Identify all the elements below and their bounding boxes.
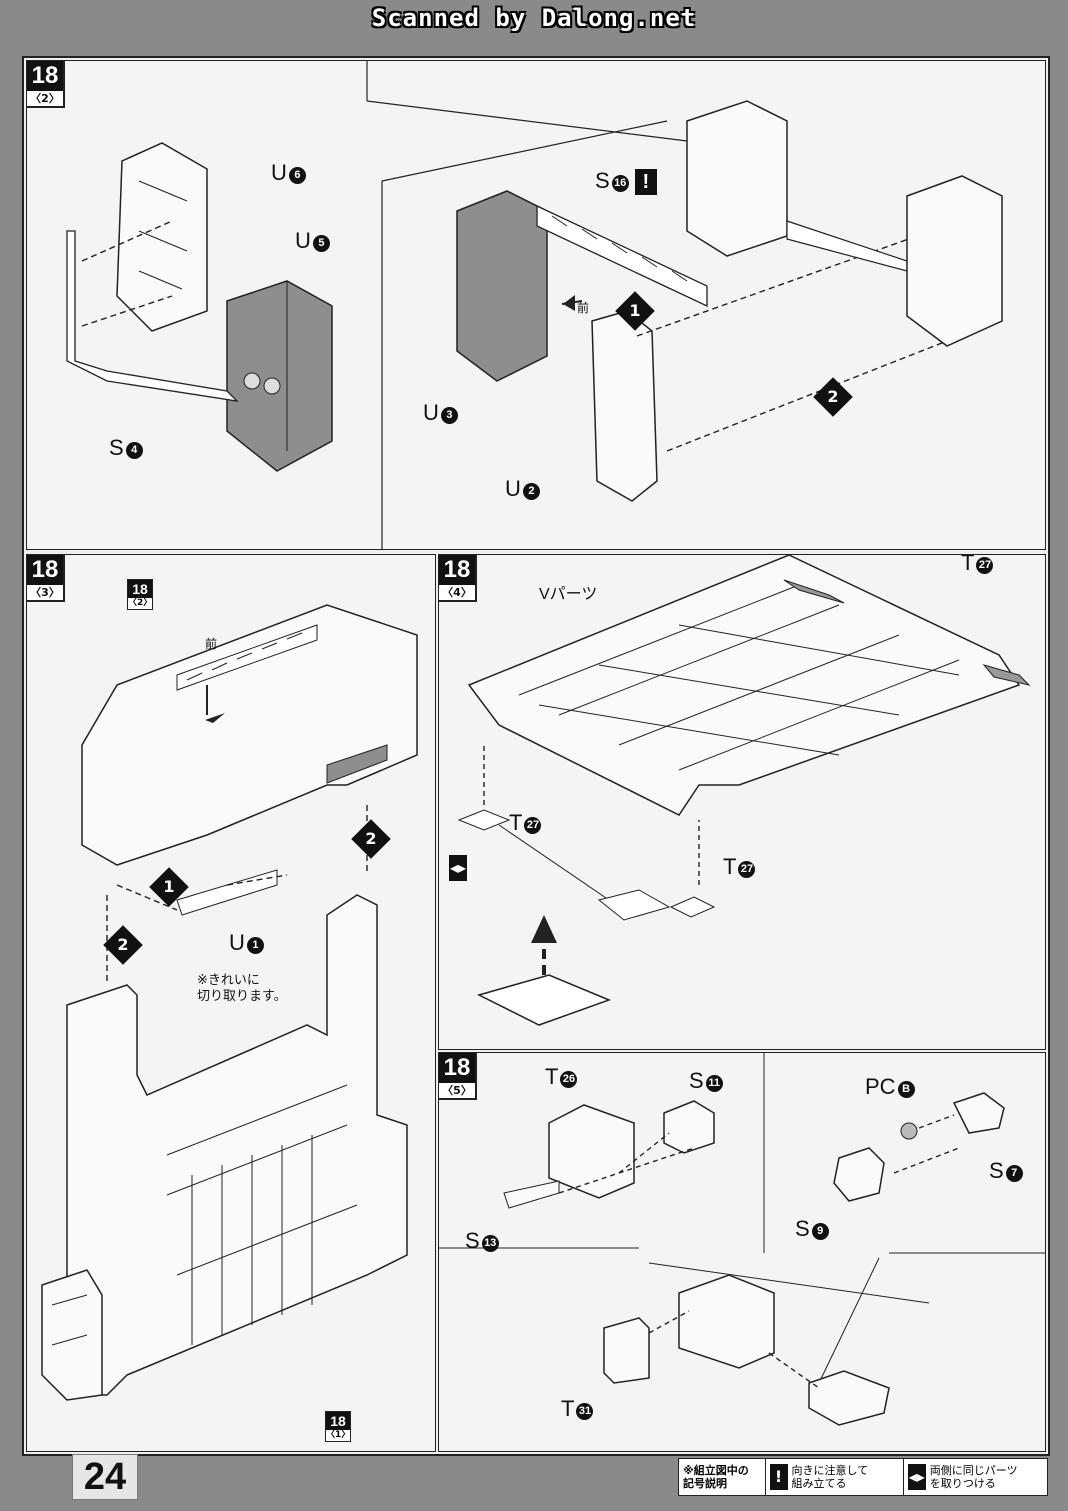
assembly-art-18-4 [457,555,1031,1026]
both-sides-icon: ◂▸ [907,1464,926,1490]
assembly-art-18-2 [66,61,1003,549]
legend-caution: ! 向きに注意して 組み立てる [766,1459,904,1495]
caution-icon: ! [769,1464,788,1490]
step-number: 18 [439,555,475,585]
step-sub: 〈2〉 [30,92,60,105]
caution-icon: ! [634,169,657,196]
step-badge: 18 〈2〉 [27,61,65,108]
sequence-marker-2: 2 [351,819,391,859]
step-badge: 18 〈5〉 [439,1053,477,1100]
step-number: 18 [27,61,63,91]
step-badge: 18 〈3〉 [27,555,65,602]
sequence-marker-2: 2 [813,377,853,417]
symbol-legend: ※組立図中の 記号説明 ! 向きに注意して 組み立てる ◂▸ 両側に同じパーツ … [678,1458,1048,1496]
instruction-sheet: 18 〈2〉 [22,56,1050,1456]
step-badge: 18 〈4〉 [439,555,477,602]
reference-step-18-1: 18 〈1〉 [325,1411,351,1442]
step-number: 18 [27,555,63,585]
step-sub: 〈5〉 [442,1084,472,1097]
sequence-marker-1: 1 [615,291,655,331]
legend-both-sides: ◂▸ 両側に同じパーツ を取りつける [907,1464,1018,1490]
step-number: 18 [439,1053,475,1083]
legend-caption: ※組立図中の 記号説明 [679,1459,766,1495]
v-parts-label: Vパーツ [539,586,598,603]
assembly-art-18-3 [41,604,418,1401]
reference-step-18-2: 18 〈2〉 [127,579,153,610]
panel-step-18-3: 18 〈3〉 18 〈2〉 前 1 2 2 [26,554,436,1452]
step-sub: 〈4〉 [442,586,472,599]
front-direction-label: 前 [205,637,218,651]
cut-note-line1: ※きれいに [197,973,260,988]
assembly-art-18-5 [439,1053,1045,1426]
sequence-marker-2b: 2 [103,925,143,965]
sequence-marker-1: 1 [149,867,189,907]
page-number: 24 [72,1454,138,1500]
both-sides-icon: ◂▸ [449,855,467,881]
scan-banner: Scanned by Dalong.net [371,4,697,32]
step-sub: 〈3〉 [30,586,60,599]
cut-note-line2: 切り取ります。 [197,989,287,1004]
panel-step-18-2: 18 〈2〉 [26,60,1046,550]
front-direction-label: 前 [577,301,590,315]
